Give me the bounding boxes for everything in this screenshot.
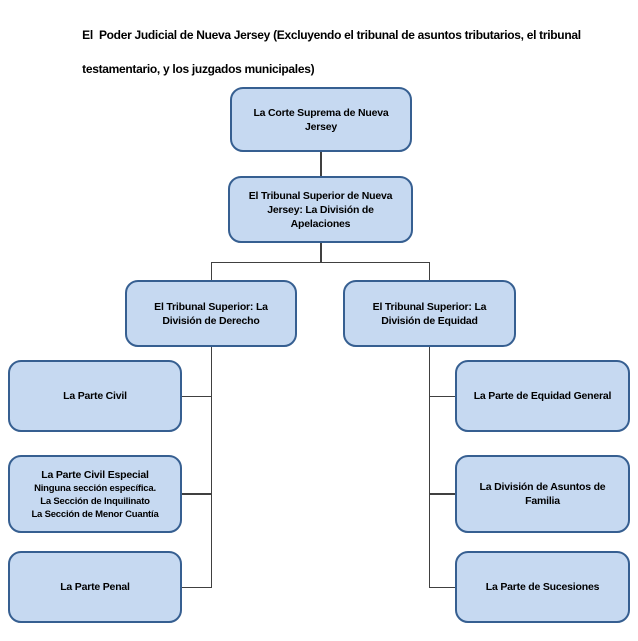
node-parte-civil: La Parte Civil	[8, 360, 182, 432]
node-parte-civil-especial-subline: La Sección de Menor Cuantía	[31, 508, 159, 520]
connector-probate-stub	[430, 586, 455, 588]
chart-title-line2: testamentario, y los juzgados municipale…	[82, 62, 315, 76]
node-corte-suprema: La Corte Suprema de Nueva Jersey	[230, 87, 412, 152]
node-parte-penal: La Parte Penal	[8, 551, 182, 623]
connector-civil-stub	[182, 395, 211, 397]
connector-family-stub	[430, 493, 455, 495]
node-parte-sucesiones: La Parte de Sucesiones	[455, 551, 630, 623]
chart-title: El Poder Judicial de Nueva Jersey (Exclu…	[70, 10, 615, 95]
node-division-asuntos-familia-label: La División de Asuntos de Familia	[479, 481, 606, 507]
node-division-derecho: El Tribunal Superior: La División de Der…	[125, 280, 297, 347]
connector-equity-rail	[428, 347, 430, 588]
node-parte-sucesiones-label: La Parte de Sucesiones	[485, 581, 600, 593]
connector-branch-law	[210, 262, 212, 280]
connector-supreme-appellate	[320, 152, 322, 176]
node-division-equidad-label: El Tribunal Superior: La División de Equ…	[372, 300, 487, 327]
node-division-apelaciones-label: El Tribunal Superior de Nueva Jersey: La…	[248, 189, 393, 230]
node-parte-civil-label: La Parte Civil	[63, 390, 127, 402]
node-division-asuntos-familia: La División de Asuntos de Familia	[455, 455, 630, 533]
node-parte-civil-especial-subline: La Sección de Inquilinato	[40, 495, 150, 507]
connector-appellate-branch	[320, 243, 322, 262]
node-parte-equidad-general: La Parte de Equidad General	[455, 360, 630, 432]
node-corte-suprema-label: La Corte Suprema de Nueva Jersey	[253, 106, 389, 133]
connector-general-equity-stub	[430, 395, 455, 397]
node-parte-civil-especial-subline: Ninguna sección específica.	[34, 482, 156, 494]
connector-criminal-stub	[182, 586, 211, 588]
chart-title-line1: El Poder Judicial de Nueva Jersey (Exclu…	[82, 28, 581, 42]
node-parte-penal-label: La Parte Penal	[60, 581, 130, 593]
node-division-equidad: El Tribunal Superior: La División de Equ…	[343, 280, 516, 347]
connector-law-rail	[210, 347, 212, 588]
node-parte-civil-especial-label: La Parte Civil Especial	[41, 468, 149, 481]
node-parte-civil-especial: La Parte Civil Especial Ninguna sección …	[8, 455, 182, 533]
connector-civil-special-stub	[182, 493, 211, 495]
node-division-apelaciones: El Tribunal Superior de Nueva Jersey: La…	[228, 176, 413, 243]
connector-branch-horizontal	[210, 261, 430, 263]
connector-branch-equity	[428, 262, 430, 280]
node-parte-equidad-general-label: La Parte de Equidad General	[473, 390, 612, 402]
node-division-derecho-label: El Tribunal Superior: La División de Der…	[154, 300, 268, 327]
